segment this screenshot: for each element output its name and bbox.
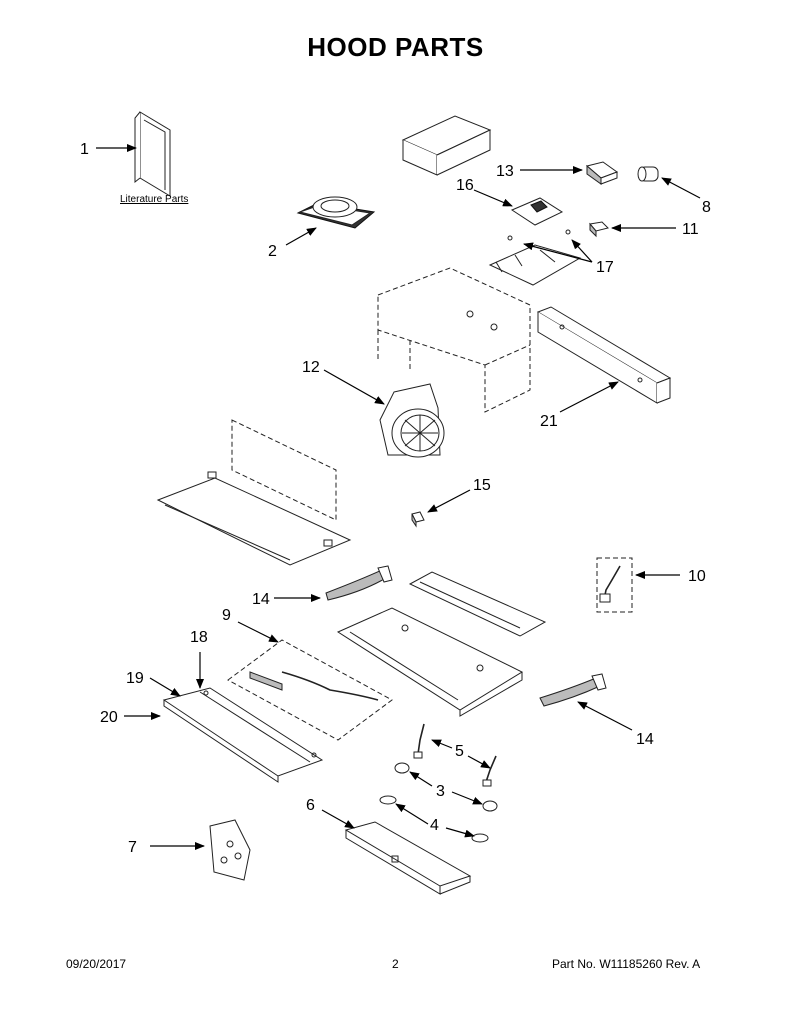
part-14-lens-right: [539, 673, 633, 731]
callout-12: 12: [302, 359, 320, 376]
callout-17: 17: [596, 259, 614, 276]
callout-21: 21: [540, 413, 558, 430]
callout-6: 6: [306, 797, 315, 814]
callout-2: 2: [268, 243, 277, 260]
top-cover-box: [401, 115, 492, 176]
callout-16: 16: [456, 177, 474, 194]
part-14-lens-left: [274, 565, 393, 602]
literature-parts-label: Literature Parts: [120, 194, 188, 205]
callout-5: 5: [455, 743, 464, 760]
callout-13: 13: [496, 163, 514, 180]
callout-7: 7: [128, 839, 137, 856]
part-2-motor-plate: [285, 196, 376, 246]
part-9-wiring-kit: [227, 621, 393, 741]
callout-18: 18: [190, 629, 208, 646]
footer-page-number: 2: [392, 957, 399, 971]
callout-19: 19: [126, 670, 144, 687]
part-12-blower: [323, 369, 445, 458]
callout-10: 10: [688, 568, 706, 585]
part-10-wire-harness: [596, 557, 680, 613]
part-3-bulbs: [394, 762, 498, 812]
part-16-control-board: [473, 189, 564, 226]
part-17-board-assembly: [488, 229, 593, 286]
callout-4: 4: [430, 817, 439, 834]
footer-date: 09/20/2017: [66, 957, 127, 971]
part-18-20-filter-panel: [124, 652, 324, 783]
part-5-lamp-sockets: [413, 723, 497, 787]
part-21-front-rail: [536, 306, 672, 413]
callout-9: 9: [222, 607, 231, 624]
part-15-clip: [411, 489, 471, 528]
callout-20: 20: [100, 709, 118, 726]
part-8-lamp: [637, 166, 701, 199]
callout-14b: 14: [636, 731, 654, 748]
part-6-lens-panel: [321, 809, 472, 895]
part-1-literature: [96, 111, 171, 197]
callout-8: 8: [702, 199, 711, 216]
part-4-lamp-clips: [379, 795, 489, 843]
page-title: HOOD PARTS: [307, 32, 484, 62]
duct-panel: [156, 419, 352, 566]
callout-14a: 14: [252, 591, 270, 608]
part-13-transformer: [520, 161, 619, 185]
part-7-bracket: [150, 819, 251, 881]
callout-15: 15: [473, 477, 491, 494]
footer-part-number: Part No. W11185260 Rev. A: [552, 957, 701, 971]
part-11-switch: [589, 221, 676, 238]
callout-11: 11: [682, 221, 699, 238]
blower-housing: [377, 267, 531, 413]
hood-bottom-chassis: [336, 571, 547, 717]
callout-1: 1: [80, 141, 89, 158]
callout-3: 3: [436, 783, 445, 800]
